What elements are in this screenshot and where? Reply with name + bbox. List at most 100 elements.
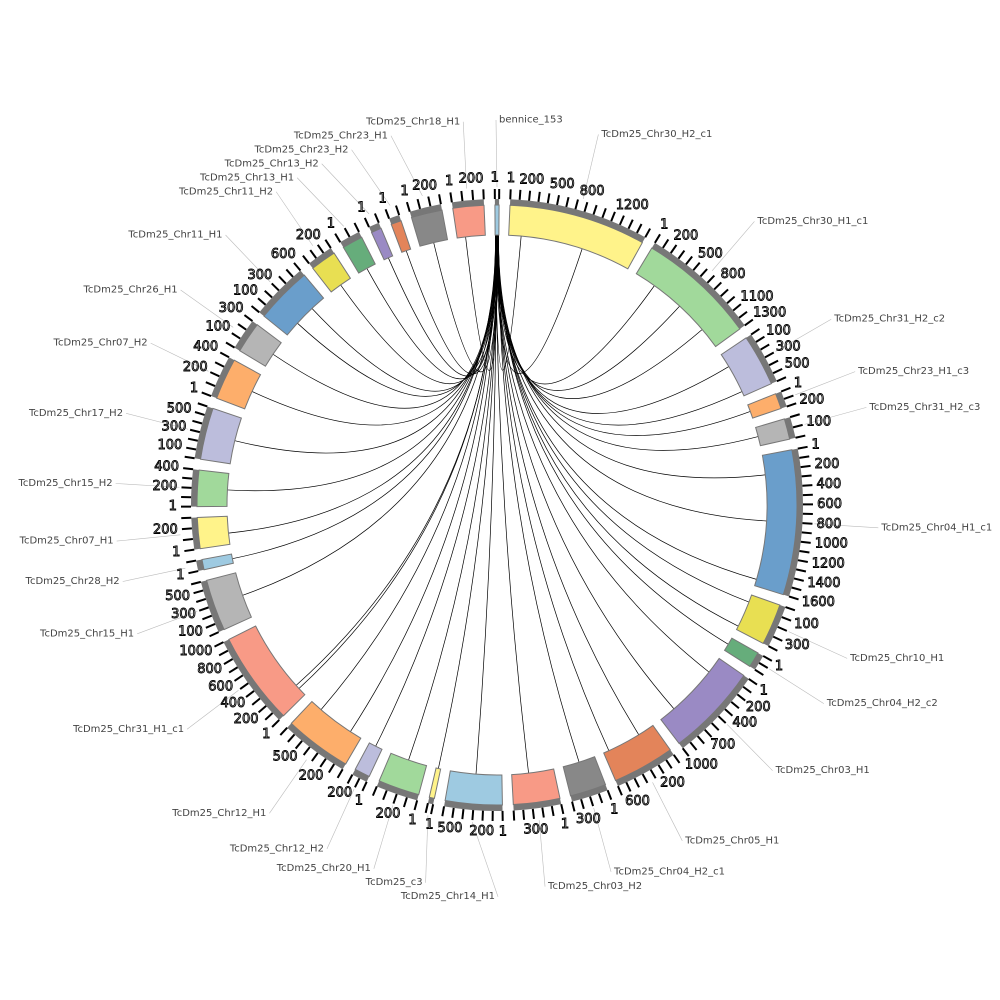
segment-band[interactable] bbox=[723, 637, 759, 668]
segment-band[interactable] bbox=[428, 767, 442, 799]
tick-mark bbox=[610, 211, 616, 222]
segment-TcDm25_Chr04_H2_c2[interactable]: 1 bbox=[723, 637, 784, 676]
tick-mark bbox=[194, 411, 205, 416]
segment-band[interactable] bbox=[199, 407, 243, 465]
tick-mark bbox=[460, 190, 464, 202]
tick-mark bbox=[800, 540, 811, 544]
segment-band[interactable] bbox=[603, 724, 671, 782]
label-leader-line bbox=[186, 689, 239, 730]
segment-band[interactable] bbox=[239, 323, 282, 367]
segment-band[interactable] bbox=[444, 770, 503, 806]
segment-tick-strip bbox=[444, 800, 503, 811]
segment-band[interactable] bbox=[378, 752, 428, 796]
tick-label: 1 bbox=[357, 200, 365, 215]
tick-mark bbox=[681, 747, 690, 757]
tick-mark bbox=[264, 712, 274, 721]
label-leader-line bbox=[126, 412, 189, 430]
tick-label: 1 bbox=[491, 171, 499, 186]
segment-TcDm25_Chr03_H2[interactable]: 1300 bbox=[511, 768, 570, 838]
segment-band[interactable] bbox=[754, 449, 798, 596]
segment-band[interactable] bbox=[720, 337, 773, 397]
segment-TcDm25_Chr11_H2[interactable]: 200 bbox=[295, 228, 352, 293]
tick-label: 200 bbox=[296, 228, 321, 243]
tick-mark bbox=[182, 476, 193, 480]
segment-band[interactable] bbox=[354, 742, 383, 778]
segment-band[interactable] bbox=[312, 252, 352, 293]
segment-TcDm25_Chr12_H2[interactable]: 1200 bbox=[327, 742, 383, 809]
segment-band[interactable] bbox=[511, 768, 561, 806]
segment-label: TcDm25_Chr31_H2_c3 bbox=[868, 402, 980, 413]
segment-TcDm25_Chr13_H1[interactable]: 1 bbox=[326, 216, 376, 274]
segment-band[interactable] bbox=[216, 359, 262, 410]
tick-label: 500 bbox=[167, 401, 192, 416]
segment-tick-strip bbox=[746, 334, 777, 384]
segment-band[interactable] bbox=[508, 204, 644, 270]
segment-band[interactable] bbox=[196, 515, 231, 550]
segment-band[interactable] bbox=[196, 469, 230, 508]
tick-label: 200 bbox=[469, 824, 494, 839]
tick-mark bbox=[228, 666, 239, 674]
tick-label: 700 bbox=[710, 738, 735, 753]
segment-TcDm25_Chr13_H2[interactable]: 1 bbox=[357, 200, 394, 261]
segment-band[interactable] bbox=[410, 209, 449, 247]
tick-mark bbox=[334, 233, 342, 243]
segment-label: TcDm25_Chr31_H2_c2 bbox=[833, 314, 945, 325]
segment-band[interactable] bbox=[263, 274, 325, 336]
segment-bennice_153[interactable]: 1 bbox=[490, 170, 501, 236]
segment-band[interactable] bbox=[494, 204, 500, 236]
segment-band[interactable] bbox=[206, 572, 253, 631]
segment-TcDm25_Chr31_H2_c3[interactable]: 100 bbox=[755, 413, 832, 447]
segment-band[interactable] bbox=[660, 657, 745, 745]
segment-band[interactable] bbox=[735, 594, 781, 645]
segment-band[interactable] bbox=[747, 393, 782, 419]
tick-mark bbox=[799, 549, 810, 554]
tick-mark bbox=[209, 631, 220, 638]
segment-TcDm25_Chr28_H2[interactable]: 1 bbox=[176, 553, 234, 584]
segment-band[interactable] bbox=[201, 553, 234, 571]
segment-band[interactable] bbox=[390, 220, 412, 253]
segment-band[interactable] bbox=[370, 227, 394, 261]
segment-band[interactable] bbox=[290, 700, 362, 765]
segment-TcDm25_Chr23_H1_c3[interactable]: 1200 bbox=[747, 376, 825, 419]
tick-label: 200 bbox=[153, 479, 178, 494]
segment-tick-strip bbox=[763, 605, 786, 647]
tick-mark bbox=[271, 282, 280, 292]
label-leader-line bbox=[150, 342, 209, 372]
segment-band[interactable] bbox=[562, 756, 607, 797]
segment-label: bennice_153 bbox=[499, 115, 563, 126]
segment-TcDm25_Chr23_H2[interactable]: 1 bbox=[378, 191, 412, 253]
segment-TcDm25_Chr04_H2_c1[interactable]: 1300 bbox=[562, 756, 619, 827]
tick-mark bbox=[744, 318, 754, 327]
segment-TcDm25_c3[interactable]: 1 bbox=[424, 767, 442, 833]
segment-TcDm25_Chr20_H1[interactable]: 1200 bbox=[371, 752, 428, 829]
link-bennice_153-TcDm25_Chr04_H1_c1 bbox=[498, 235, 766, 479]
segment-band[interactable] bbox=[635, 247, 741, 348]
tick-label: 1 bbox=[327, 217, 335, 232]
segment-band[interactable] bbox=[228, 625, 306, 717]
segment-label: TcDm25_Chr11_H1 bbox=[127, 230, 222, 241]
segment-TcDm25_Chr07_H1[interactable]: 1200 bbox=[153, 515, 231, 561]
segment-band[interactable] bbox=[342, 236, 376, 274]
segment-band[interactable] bbox=[452, 204, 486, 239]
tick-mark bbox=[795, 568, 807, 573]
tick-mark bbox=[413, 800, 419, 811]
segment-band[interactable] bbox=[755, 418, 791, 447]
